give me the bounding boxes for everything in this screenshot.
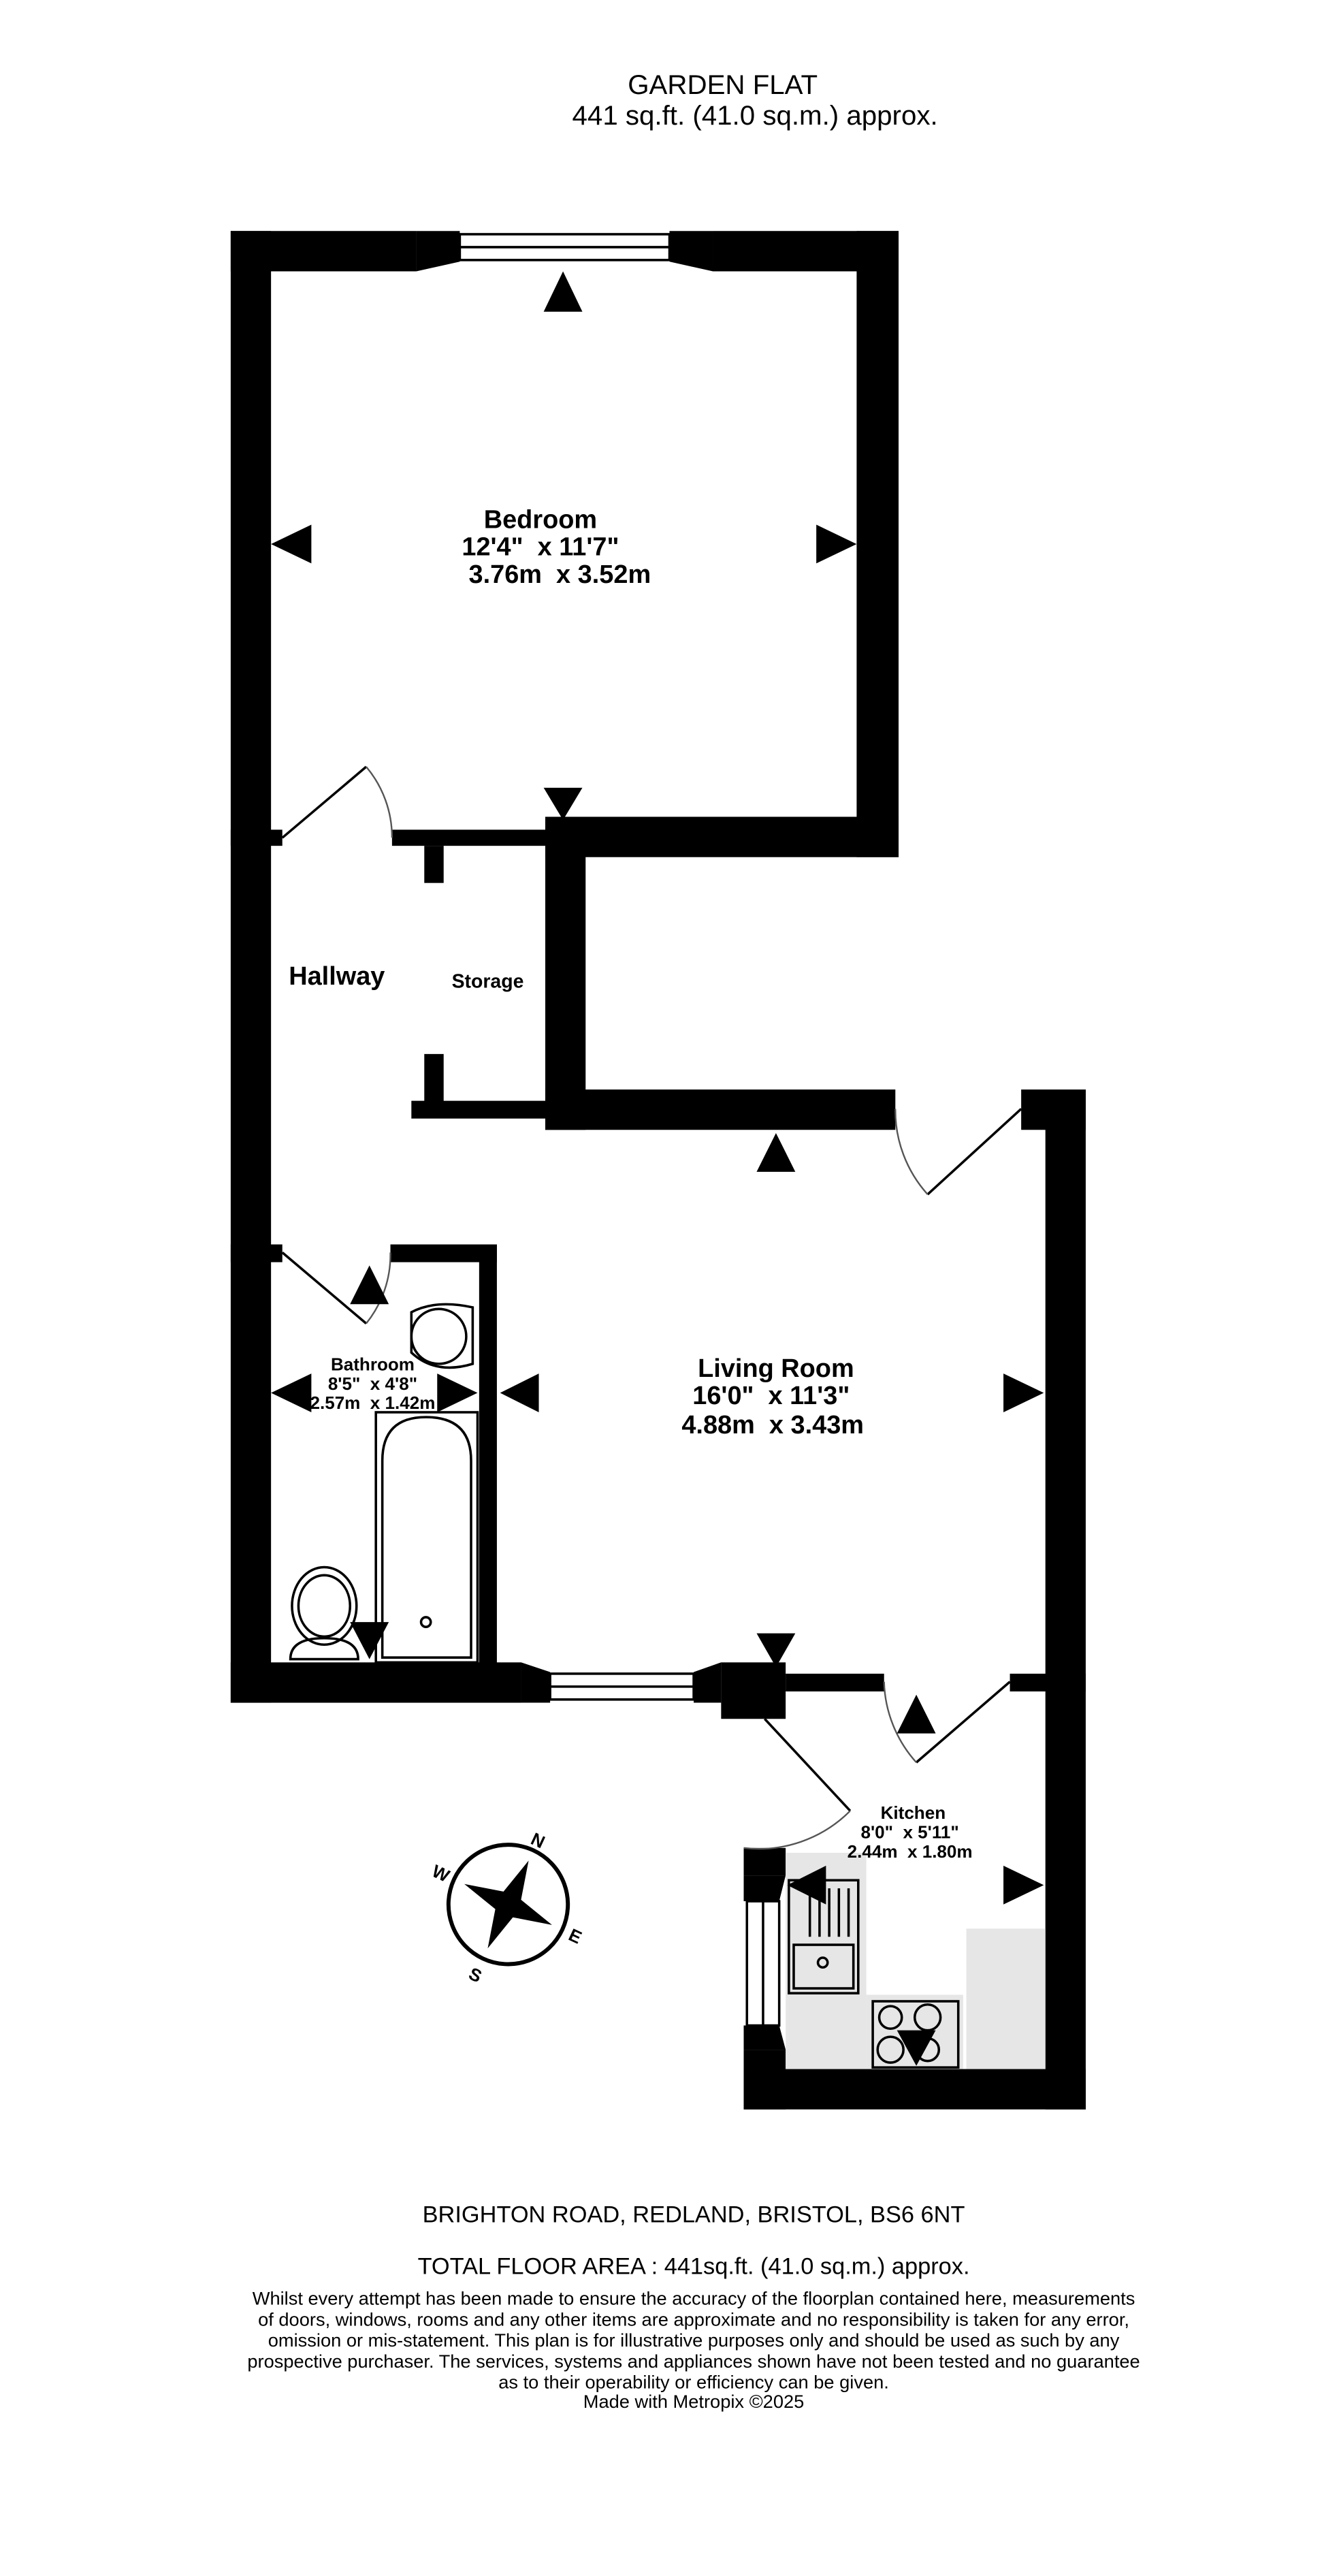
compass-icon: N E S W (429, 1828, 585, 1987)
svg-text:3.76m x 3.52m: 3.76m x 3.52m (469, 560, 651, 589)
basin-icon (410, 1303, 474, 1369)
room-kitchen: Kitchen 8'0" x 5'11" 2.44m x 1.80m (848, 1802, 973, 1862)
bath-icon (374, 1411, 479, 1664)
address: BRIGHTON ROAD, REDLAND, BRISTOL, BS6 6NT (423, 2202, 965, 2228)
plan-area: 441 sq.ft. (41.0 sq.m.) approx. (572, 100, 938, 131)
svg-text:Living Room: Living Room (698, 1354, 854, 1383)
svg-text:omission or mis-statement. Thi: omission or mis-statement. This plan is … (268, 2329, 1120, 2351)
doors (281, 765, 1022, 1850)
svg-text:S: S (466, 1963, 485, 1987)
svg-text:16'0" x 11'3": 16'0" x 11'3" (692, 1382, 850, 1410)
windows (458, 233, 781, 2027)
room-hallway: Hallway (289, 962, 385, 991)
svg-text:prospective purchaser. The ser: prospective purchaser. The services, sys… (247, 2351, 1140, 2372)
hob-icon (871, 2000, 960, 2069)
svg-text:8'0" x 5'11": 8'0" x 5'11" (860, 1822, 958, 1843)
svg-text:8'5" x 4'8": 8'5" x 4'8" (328, 1373, 417, 1394)
svg-text:Bedroom: Bedroom (484, 505, 597, 534)
toilet-icon (289, 1565, 359, 1661)
svg-text:2.44m x 1.80m: 2.44m x 1.80m (848, 1841, 973, 1862)
room-storage: Storage (452, 971, 524, 993)
svg-text:Bathroom: Bathroom (331, 1354, 415, 1374)
svg-text:W: W (429, 1860, 453, 1886)
svg-text:of doors, windows, rooms and a: of doors, windows, rooms and any other i… (258, 2308, 1129, 2329)
svg-text:Whilst every attempt has been: Whilst every attempt has been made to en… (253, 2288, 1135, 2309)
svg-text:2.57m x 1.42m: 2.57m x 1.42m (310, 1393, 435, 1413)
walls (230, 231, 1086, 2110)
room-living: Living Room 16'0" x 11'3" 4.88m x 3.43m (681, 1354, 864, 1440)
svg-text:E: E (566, 1924, 585, 1948)
measurement-arrows (271, 271, 1044, 2066)
svg-text:Kitchen: Kitchen (881, 1802, 946, 1823)
room-bathroom: Bathroom 8'5" x 4'8" 2.57m x 1.42m (310, 1354, 435, 1413)
svg-text:12'4" x 11'7": 12'4" x 11'7" (462, 533, 619, 562)
total-floor-area: TOTAL FLOOR AREA : 441sq.ft. (41.0 sq.m.… (418, 2253, 970, 2279)
svg-text:4.88m x 3.43m: 4.88m x 3.43m (681, 1411, 864, 1440)
disclaimer: Whilst every attempt has been made to en… (247, 2288, 1140, 2393)
svg-text:as to their operability or eff: as to their operability or efficiency ca… (498, 2372, 889, 2393)
plan-title: GARDEN FLAT (628, 69, 818, 100)
room-bedroom: Bedroom 12'4" x 11'7" 3.76m x 3.52m (462, 505, 651, 589)
credit: Made with Metropix ©2025 (583, 2391, 805, 2412)
